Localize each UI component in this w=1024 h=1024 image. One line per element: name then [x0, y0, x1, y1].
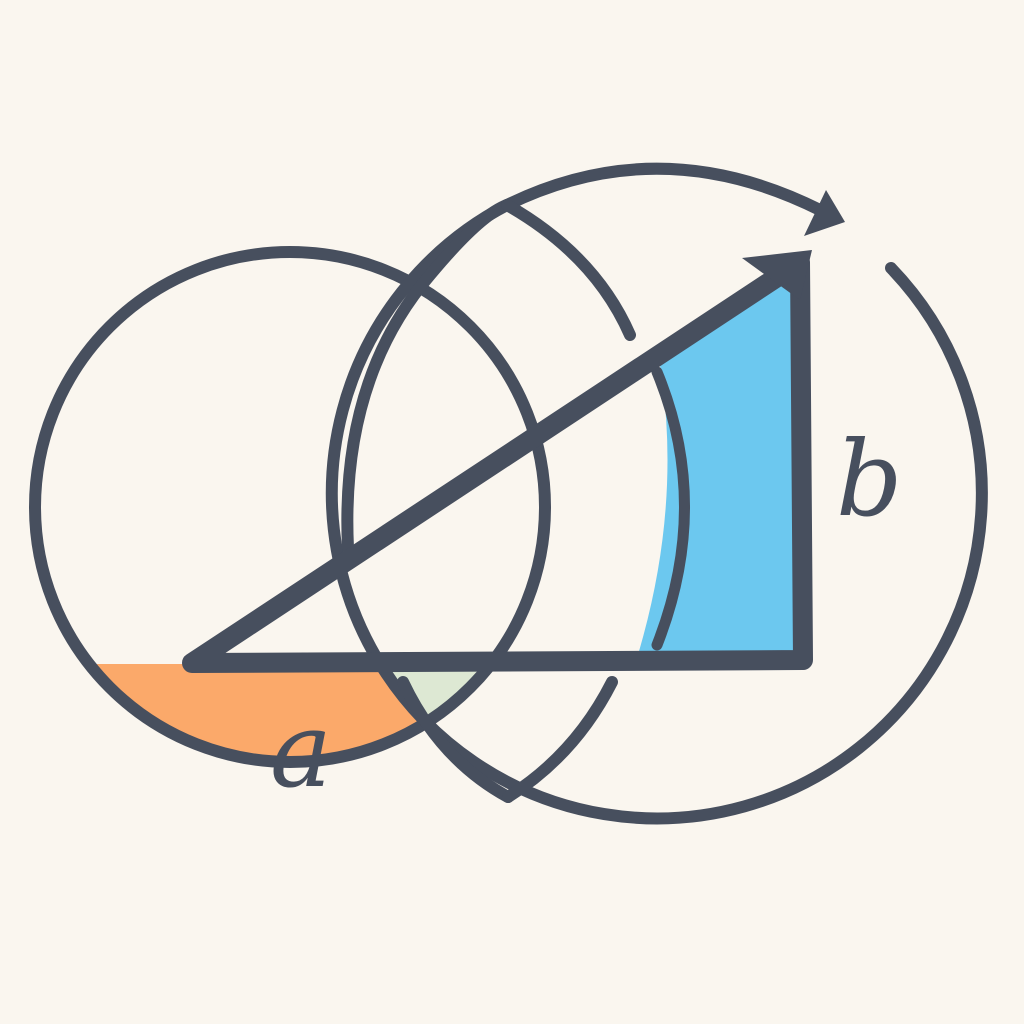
right-triangle — [182, 252, 813, 673]
triangle-arc — [501, 199, 636, 341]
arrowhead-hypotenuse-icon — [742, 250, 812, 300]
left-circle — [29, 246, 551, 768]
rotation-arrow-arc — [501, 162, 826, 216]
label-a: a — [270, 689, 332, 811]
inner-arc-upper — [341, 199, 513, 554]
lower-arc — [502, 676, 618, 803]
inner-arc-lower — [397, 676, 514, 803]
label-b: b — [836, 418, 903, 540]
arrowhead-top-icon — [804, 190, 845, 236]
right-circle-arc — [325, 199, 988, 825]
triangle-inner-arc — [651, 366, 690, 651]
